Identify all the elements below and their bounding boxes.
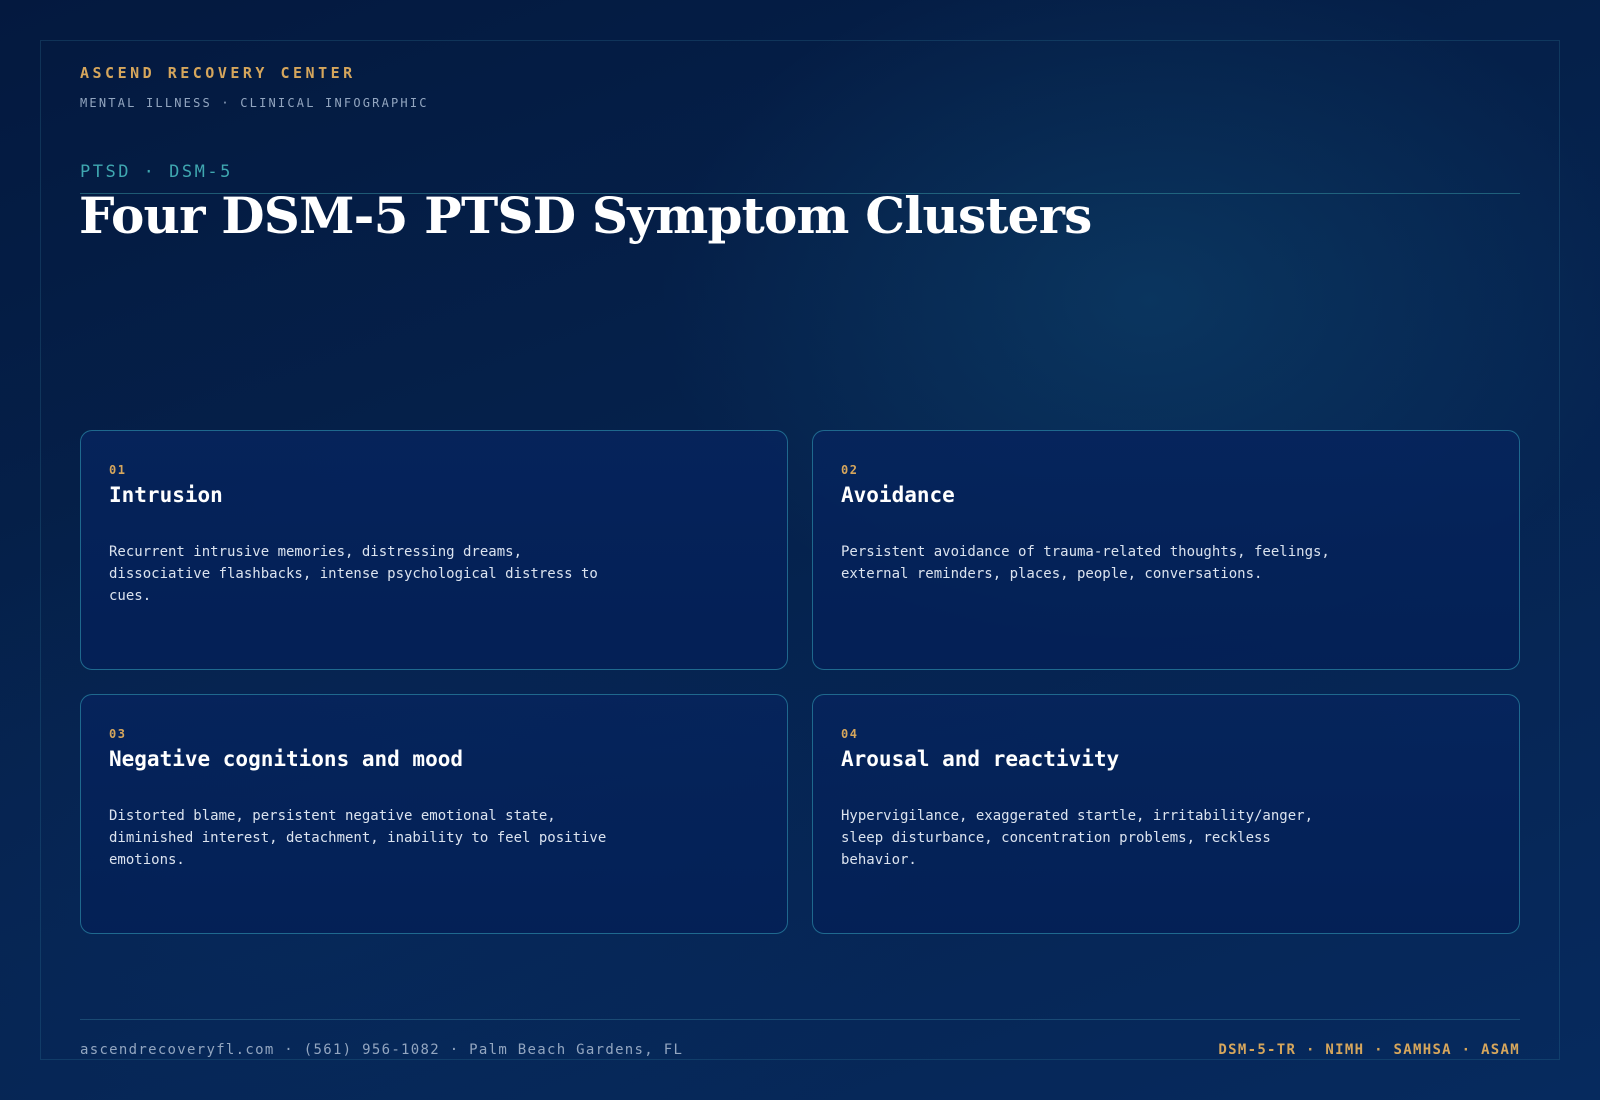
footer-contact: ascendrecoveryfl.com · (561) 956-1082 · … [80, 1042, 684, 1058]
cluster-card-avoidance: 02 Avoidance Persistent avoidance of tra… [812, 430, 1520, 670]
topic-kicker: PTSD · DSM-5 [80, 162, 233, 182]
cluster-number: 04 [841, 727, 859, 741]
cluster-number: 01 [109, 463, 127, 477]
cluster-description: Recurrent intrusive memories, distressin… [109, 544, 598, 604]
footer-sources: DSM-5-TR · NIMH · SAMHSA · ASAM [1218, 1042, 1520, 1058]
brand-name: ASCEND RECOVERY CENTER [80, 64, 356, 82]
cluster-description: Hypervigilance, exaggerated startle, irr… [841, 808, 1314, 868]
brand-subtitle: MENTAL ILLNESS · CLINICAL INFOGRAPHIC [80, 96, 429, 110]
cluster-title: Arousal and reactivity [841, 747, 1120, 771]
cluster-title: Intrusion [109, 483, 223, 507]
cluster-card-negative-cognitions: 03 Negative cognitions and mood Distorte… [80, 694, 788, 934]
cluster-title: Negative cognitions and mood [109, 747, 464, 771]
cluster-number: 02 [841, 463, 859, 477]
cluster-card-intrusion: 01 Intrusion Recurrent intrusive memorie… [80, 430, 788, 670]
cluster-description: Distorted blame, persistent negative emo… [109, 808, 607, 868]
cluster-title: Avoidance [841, 483, 955, 507]
footer-divider [80, 1019, 1520, 1020]
page-title: Four DSM-5 PTSD Symptom Clusters [79, 186, 1092, 245]
cluster-card-arousal: 04 Arousal and reactivity Hypervigilance… [812, 694, 1520, 934]
cluster-number: 03 [109, 727, 127, 741]
cluster-description: Persistent avoidance of trauma-related t… [841, 544, 1330, 582]
page-frame [40, 40, 1560, 1060]
title-divider [80, 193, 1520, 194]
